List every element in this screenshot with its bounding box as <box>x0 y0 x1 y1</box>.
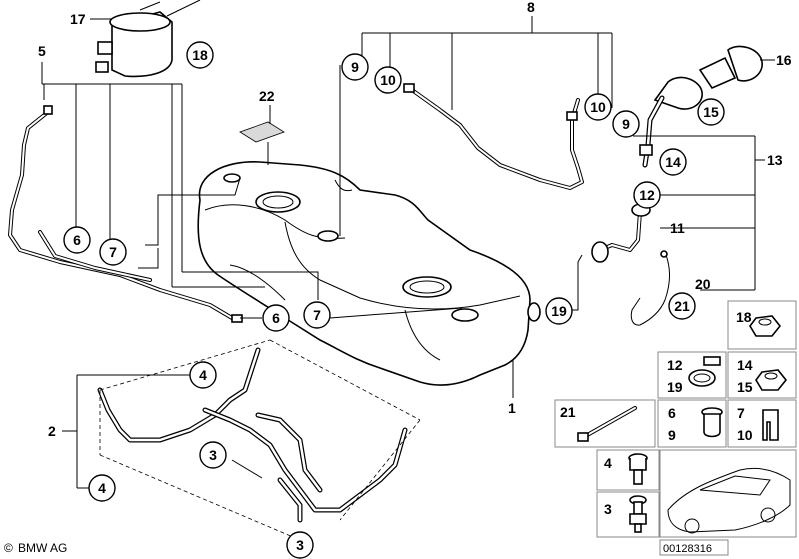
callout-circle-10a[interactable]: 10 <box>374 66 402 94</box>
callout-circle-18[interactable]: 18 <box>186 41 214 69</box>
label-8: 8 <box>527 0 535 15</box>
legend-label-6: 6 <box>668 405 676 421</box>
callout-7-text: 7 <box>313 307 321 323</box>
callout-circle-12[interactable]: 12 <box>633 181 661 209</box>
callout-circle-7b[interactable]: 7 <box>303 301 331 329</box>
legend-panel <box>554 300 797 556</box>
callout-circle-3a[interactable]: 3 <box>199 441 227 469</box>
legend-label-9: 9 <box>668 427 676 443</box>
callout-circle-21[interactable]: 21 <box>668 292 696 320</box>
legend-label-4: 4 <box>604 455 612 471</box>
brand-name: BMW AG <box>18 541 67 555</box>
label-11: 11 <box>670 220 685 236</box>
filler-neck-assembly <box>633 45 775 291</box>
label-5: 5 <box>38 43 46 59</box>
legend-label-3: 3 <box>604 501 612 517</box>
label-16: 16 <box>776 52 792 68</box>
callout-circle-19[interactable]: 19 <box>545 297 573 325</box>
callout-14-text: 14 <box>665 154 681 170</box>
part-11-filler-hose <box>562 203 670 326</box>
callout-4-text: 4 <box>199 367 207 383</box>
label-2: 2 <box>48 423 56 439</box>
callout-circle-9b[interactable]: 9 <box>612 110 640 138</box>
callout-circle-14[interactable]: 14 <box>659 148 687 176</box>
callout-circle-15[interactable]: 15 <box>697 98 725 126</box>
callout-10-text: 10 <box>590 99 606 115</box>
legend-label-14: 14 <box>737 357 753 373</box>
legend-label-18: 18 <box>736 309 752 325</box>
legend-label-7: 7 <box>737 405 745 421</box>
legend-label-15: 15 <box>737 379 753 395</box>
leader-lines-left <box>75 84 463 319</box>
label-1: 1 <box>508 400 516 416</box>
callout-circle-6b[interactable]: 6 <box>262 304 290 332</box>
callout-circle-7a[interactable]: 7 <box>99 238 127 266</box>
callout-3-text: 3 <box>209 447 217 463</box>
brand-copyright-symbol: © <box>4 541 13 555</box>
part-17-fuel-pump <box>95 0 201 78</box>
callout-circle-4a[interactable]: 4 <box>189 361 217 389</box>
callout-circle-9a[interactable]: 9 <box>341 53 369 81</box>
part-5-breather-line <box>8 62 243 323</box>
label-13: 13 <box>767 152 783 168</box>
callout-9-text: 9 <box>351 59 359 75</box>
legend-label-12: 12 <box>667 357 683 373</box>
callout-6-text: 6 <box>272 310 280 326</box>
callout-circle-10b[interactable]: 10 <box>584 93 612 121</box>
label-20: 20 <box>695 276 711 292</box>
tank-straps <box>62 339 421 541</box>
callout-19-text: 19 <box>551 303 567 319</box>
fuel-tank <box>197 161 541 386</box>
legend-label-10: 10 <box>737 427 753 443</box>
callout-7-text: 7 <box>109 244 117 260</box>
callout-12-text: 12 <box>639 187 655 203</box>
legend-label-21: 21 <box>560 404 576 420</box>
drawing-number: 00128316 <box>663 543 712 555</box>
callout-21-text: 21 <box>674 298 690 314</box>
label-17: 17 <box>70 11 86 27</box>
callout-3-text: 3 <box>296 537 304 553</box>
callout-10-text: 10 <box>380 72 396 88</box>
callout-circle-6a[interactable]: 6 <box>63 226 91 254</box>
callout-9-text: 9 <box>622 116 630 132</box>
callout-15-text: 15 <box>703 104 719 120</box>
callout-18-text: 18 <box>192 47 208 63</box>
label-22: 22 <box>259 88 275 104</box>
callout-circle-3b[interactable]: 3 <box>286 531 314 559</box>
callout-6-text: 6 <box>73 232 81 248</box>
legend-label-19: 19 <box>667 379 683 395</box>
callout-circle-4b[interactable]: 4 <box>88 474 116 502</box>
part-22-pad <box>239 105 285 165</box>
callout-4-text: 4 <box>98 480 106 496</box>
part-8-vent-lines <box>339 16 613 236</box>
